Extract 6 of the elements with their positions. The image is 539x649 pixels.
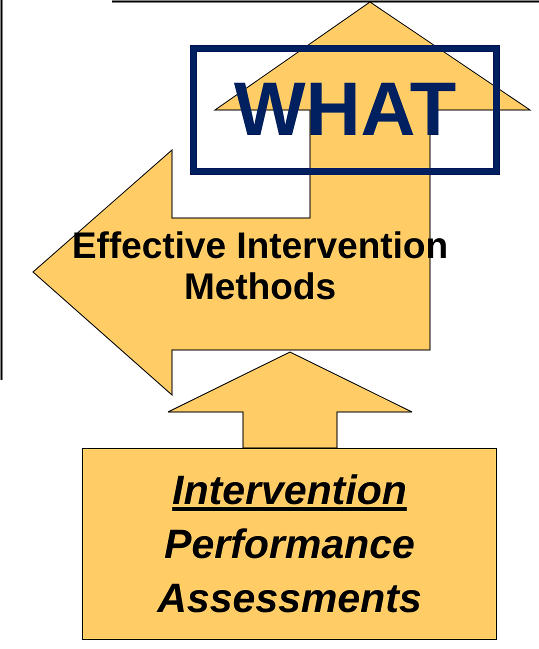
block-arrow xyxy=(168,351,412,448)
box-heading: Intervention xyxy=(172,466,407,515)
bent-arrow xyxy=(33,2,530,395)
process-box xyxy=(82,448,497,640)
box-text: Performance Assessments xyxy=(156,520,423,623)
heading-text: WHAT xyxy=(234,70,456,150)
